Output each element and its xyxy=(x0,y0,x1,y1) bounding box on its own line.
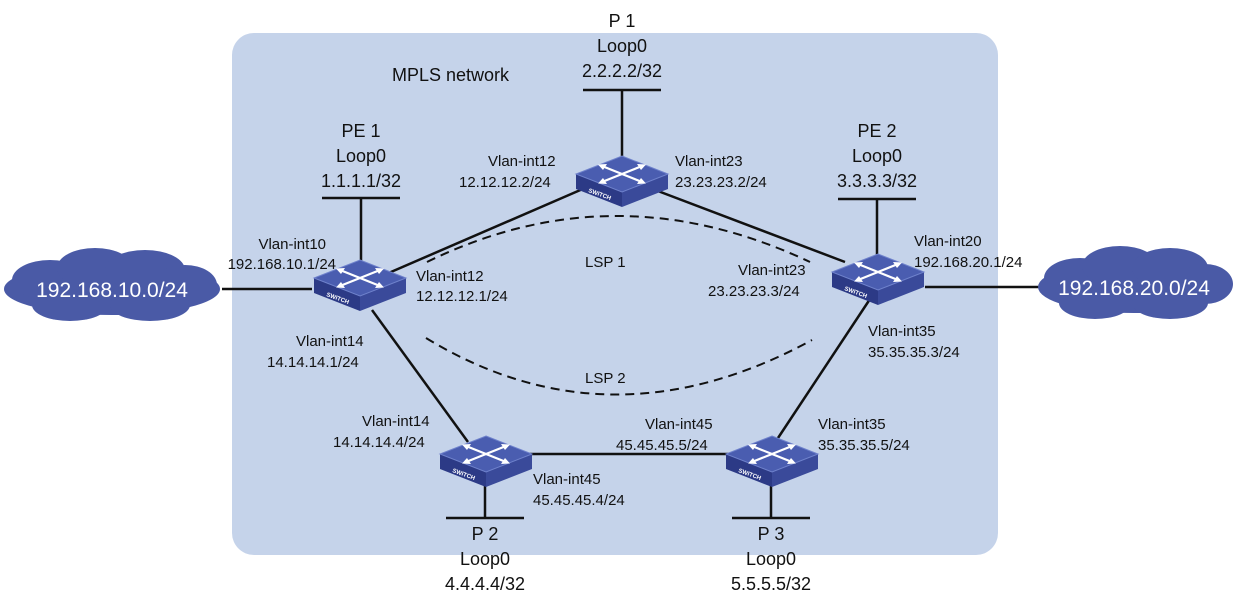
device-loop: Loop0 xyxy=(852,146,902,166)
svg-text:Vlan-int12: Vlan-int12 xyxy=(488,153,556,170)
device-label-pe1: PE 1 Loop0 1.1.1.1/32 xyxy=(321,121,401,191)
svg-text:Vlan-int14: Vlan-int14 xyxy=(296,333,364,350)
device-name: PE 1 xyxy=(341,121,380,141)
svg-text:Vlan-int35: Vlan-int35 xyxy=(818,416,886,433)
link-pe2-p3 xyxy=(776,295,874,439)
iface-p3-v45: Vlan-int45 45.45.45.5/24 xyxy=(616,416,713,454)
device-label-p3: P 3 Loop0 5.5.5.5/32 xyxy=(731,524,811,594)
device-ip: 5.5.5.5/32 xyxy=(731,574,811,594)
svg-text:Vlan-int10: Vlan-int10 xyxy=(258,236,326,253)
cloud-left xyxy=(4,248,220,321)
svg-text:12.12.12.2/24: 12.12.12.2/24 xyxy=(459,174,551,191)
device-name: P 3 xyxy=(758,524,785,544)
device-name: P 2 xyxy=(472,524,499,544)
svg-text:45.45.45.4/24: 45.45.45.4/24 xyxy=(533,492,625,509)
link-pe1-p1 xyxy=(383,186,586,277)
device-label-pe2: PE 2 Loop0 3.3.3.3/32 xyxy=(837,121,917,191)
svg-text:Vlan-int20: Vlan-int20 xyxy=(914,233,982,250)
device-label-p2: P 2 Loop0 4.4.4.4/32 xyxy=(445,524,525,594)
device-loop: Loop0 xyxy=(460,549,510,569)
svg-text:Vlan-int35: Vlan-int35 xyxy=(868,323,936,340)
svg-text:12.12.12.1/24: 12.12.12.1/24 xyxy=(416,288,508,305)
iface-pe1-v14: Vlan-int14 14.14.14.1/24 xyxy=(267,333,364,371)
svg-text:14.14.14.1/24: 14.14.14.1/24 xyxy=(267,354,359,371)
cloud-right xyxy=(1038,246,1233,319)
cloud-right-label: 192.168.20.0/24 xyxy=(1058,277,1210,300)
svg-text:23.23.23.2/24: 23.23.23.2/24 xyxy=(675,174,767,191)
iface-p2-v14: Vlan-int14 14.14.14.4/24 xyxy=(333,413,430,451)
device-label-p1: P 1 Loop0 2.2.2.2/32 xyxy=(582,11,662,81)
iface-p1-v12: Vlan-int12 12.12.12.2/24 xyxy=(459,153,556,191)
svg-text:Vlan-int23: Vlan-int23 xyxy=(675,153,743,170)
svg-text:Vlan-int23: Vlan-int23 xyxy=(738,262,806,279)
svg-text:Vlan-int45: Vlan-int45 xyxy=(533,471,601,488)
iface-pe1-v10: Vlan-int10 192.168.10.1/24 xyxy=(228,236,336,273)
link-pe1-p2 xyxy=(370,309,470,443)
iface-pe2-v23: Vlan-int23 23.23.23.3/24 xyxy=(708,262,806,300)
links xyxy=(222,88,1042,520)
svg-text:14.14.14.4/24: 14.14.14.4/24 xyxy=(333,434,425,451)
svg-text:Vlan-int45: Vlan-int45 xyxy=(645,416,713,433)
device-name: P 1 xyxy=(609,11,636,31)
mpls-network-label: MPLS network xyxy=(392,65,510,85)
lsp2-path xyxy=(425,337,813,396)
iface-p3-v35: Vlan-int35 35.35.35.5/24 xyxy=(818,416,910,454)
iface-p2-v45: Vlan-int45 45.45.45.4/24 xyxy=(533,471,625,509)
svg-text:23.23.23.3/24: 23.23.23.3/24 xyxy=(708,283,800,300)
device-loop: Loop0 xyxy=(746,549,796,569)
device-loop: Loop0 xyxy=(597,36,647,56)
svg-text:Vlan-int14: Vlan-int14 xyxy=(362,413,430,430)
device-loop: Loop0 xyxy=(336,146,386,166)
link-p1-pe2 xyxy=(649,186,846,264)
iface-pe1-v12: Vlan-int12 12.12.12.1/24 xyxy=(416,268,508,305)
svg-text:35.35.35.3/24: 35.35.35.3/24 xyxy=(868,344,960,361)
iface-pe2-v20: Vlan-int20 192.168.20.1/24 xyxy=(914,233,1022,271)
device-name: PE 2 xyxy=(857,121,896,141)
device-ip: 4.4.4.4/32 xyxy=(445,574,525,594)
svg-text:192.168.20.1/24: 192.168.20.1/24 xyxy=(914,254,1022,271)
mpls-network-area xyxy=(232,33,998,555)
cloud-left-label: 192.168.10.0/24 xyxy=(36,279,188,302)
svg-text:45.45.45.5/24: 45.45.45.5/24 xyxy=(616,437,708,454)
iface-p1-v23: Vlan-int23 23.23.23.2/24 xyxy=(675,153,767,191)
lsp1-path xyxy=(426,215,811,263)
iface-pe2-v35: Vlan-int35 35.35.35.3/24 xyxy=(868,323,960,361)
lsp1-label: LSP 1 xyxy=(585,254,626,271)
svg-text:192.168.10.1/24: 192.168.10.1/24 xyxy=(228,256,336,273)
lsp2-label: LSP 2 xyxy=(585,370,626,387)
svg-text:Vlan-int12: Vlan-int12 xyxy=(416,268,484,285)
device-ip: 3.3.3.3/32 xyxy=(837,171,917,191)
svg-text:35.35.35.5/24: 35.35.35.5/24 xyxy=(818,437,910,454)
device-ip: 2.2.2.2/32 xyxy=(582,61,662,81)
device-ip: 1.1.1.1/32 xyxy=(321,171,401,191)
